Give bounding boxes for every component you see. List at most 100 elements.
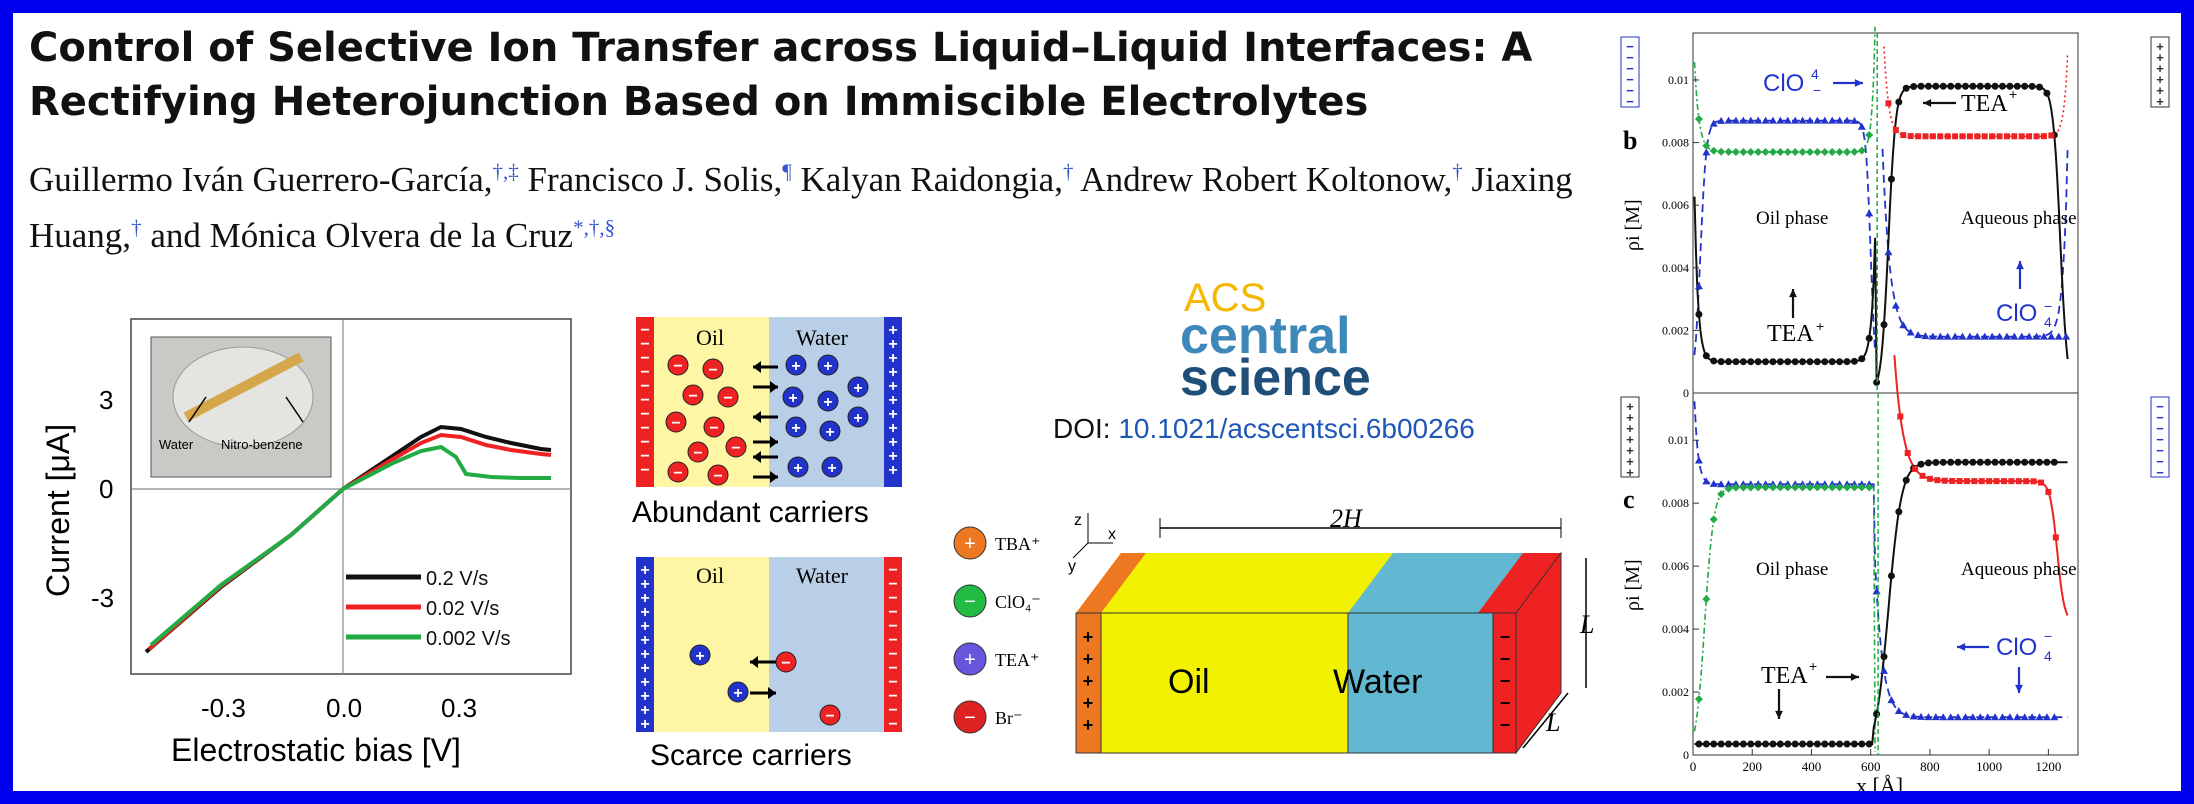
- affiliation-mark[interactable]: †: [1452, 159, 1463, 183]
- author[interactable]: and Mónica Olvera de la Cruz*,†,§: [150, 215, 616, 256]
- point: [1998, 458, 2006, 466]
- electrode-sign: −: [1626, 39, 1634, 54]
- point: [1939, 713, 1948, 721]
- point: [1784, 358, 1792, 366]
- point: [1813, 740, 1821, 748]
- point: [1902, 84, 1910, 92]
- author[interactable]: Francisco J. Solis,¶: [527, 159, 792, 199]
- point: [2037, 479, 2044, 486]
- ion: [725, 436, 747, 458]
- electrode-sign: −: [640, 406, 649, 423]
- point: [1969, 458, 1977, 466]
- point: [1821, 740, 1829, 748]
- electrode-sign: +: [640, 702, 649, 719]
- point: [1843, 116, 1851, 124]
- point: [1709, 515, 1718, 524]
- point: [2006, 82, 2014, 90]
- point: [1805, 116, 1814, 124]
- point: [1921, 332, 1930, 340]
- svg-text:Aqueous phase: Aqueous phase: [1961, 559, 2077, 580]
- point: [1805, 147, 1814, 156]
- ion-legend-item: − Br⁻: [953, 700, 1023, 734]
- point: [1959, 133, 1966, 140]
- curve-0.002: [149, 444, 551, 647]
- electrode-sign: −: [640, 378, 649, 395]
- point: [1836, 358, 1844, 366]
- doi: DOI: 10.1021/acscentsci.6b00266: [1053, 413, 1475, 444]
- svg-text:z: z: [1074, 512, 1082, 529]
- y-tick-label: 0.006: [1662, 198, 1689, 212]
- ion-sign: −: [688, 388, 697, 405]
- density-plots: 000.0020.0020.0040.0040.0060.0060.0080.0…: [1620, 26, 2170, 798]
- y-tick-label: 0.002: [1662, 685, 1689, 699]
- x-tick-label: 1200: [2035, 759, 2061, 774]
- point: [1996, 133, 2003, 140]
- electrode-sign: −: [640, 336, 649, 353]
- point: [1931, 713, 1940, 721]
- point: [1932, 82, 1940, 90]
- ion-sign: +: [853, 410, 862, 427]
- point: [1902, 476, 1910, 484]
- svg-text:Br⁻: Br⁻: [995, 708, 1023, 728]
- point: [1843, 483, 1851, 492]
- arrow-head: [753, 361, 761, 373]
- point: [1909, 712, 1918, 720]
- svg-text:+: +: [964, 533, 976, 555]
- ion-sign: +: [853, 380, 862, 397]
- affiliation-mark[interactable]: †: [131, 215, 142, 240]
- x-axis-label: x [Å]: [1856, 773, 1903, 798]
- point: [1907, 133, 1914, 140]
- doi-link[interactable]: 10.1021/acscentsci.6b00266: [1118, 413, 1475, 444]
- annotation-arrow-head: [1854, 79, 1863, 87]
- electrode-sign: −: [1626, 61, 1634, 76]
- simulation-cell: +−+−+−+−+− Oil Water 2H L L z x y: [1068, 504, 1594, 755]
- point: [1813, 483, 1822, 492]
- ion: [782, 386, 804, 408]
- svg-text:ClO: ClO: [1996, 634, 2037, 661]
- point: [1791, 358, 1799, 366]
- annotation-sup: +: [1816, 318, 1824, 334]
- point: [1717, 116, 1726, 124]
- affiliation-mark[interactable]: †: [1062, 159, 1074, 183]
- electrode-sign: +: [640, 576, 649, 593]
- point: [1991, 713, 2000, 721]
- point: [1884, 248, 1893, 256]
- annotation-sup: 4: [2044, 648, 2052, 664]
- x-tick-label: 0: [1690, 759, 1697, 774]
- author[interactable]: Guillermo Iván Guerrero-García,†,‡: [29, 159, 519, 199]
- arrow-head: [753, 451, 761, 463]
- affiliation-mark[interactable]: *,†,§: [573, 215, 616, 240]
- affiliation-mark[interactable]: ¶: [782, 159, 792, 183]
- point: [2010, 332, 2019, 340]
- author[interactable]: Jiaxing Huang,†: [29, 159, 1573, 256]
- point: [1991, 82, 1999, 90]
- point: [1717, 480, 1726, 488]
- point: [1850, 147, 1859, 156]
- point: [1791, 740, 1799, 748]
- point: [1783, 116, 1792, 124]
- author[interactable]: Kalyan Raidongia,†: [800, 159, 1074, 199]
- point: [1915, 133, 1922, 140]
- point: [2021, 82, 2029, 90]
- point: [1805, 483, 1814, 492]
- point: [1776, 147, 1785, 156]
- ion: [727, 681, 749, 703]
- point: [1776, 483, 1785, 492]
- ion-legend: + TBA⁺ − ClO₄⁻ + TEA⁺ − Br⁻: [953, 526, 1041, 734]
- annotation-sup: −: [2044, 628, 2052, 644]
- ion-sign: −: [673, 465, 682, 482]
- ion-sign: −: [723, 390, 732, 407]
- author[interactable]: Andrew Robert Koltonow,†: [1080, 159, 1463, 199]
- ion: [682, 384, 704, 406]
- y-tick-label: 0.002: [1662, 323, 1689, 337]
- affiliation-mark[interactable]: †,‡: [492, 159, 519, 183]
- point: [1917, 82, 1925, 90]
- point: [1739, 147, 1748, 156]
- point: [1798, 116, 1807, 124]
- point: [1998, 713, 2007, 721]
- electrode-sign: −: [888, 646, 897, 663]
- annotation-arrow-head: [1957, 643, 1966, 651]
- svg-text:-0.3: -0.3: [201, 693, 246, 723]
- point: [1880, 321, 1888, 329]
- point: [2054, 332, 2063, 340]
